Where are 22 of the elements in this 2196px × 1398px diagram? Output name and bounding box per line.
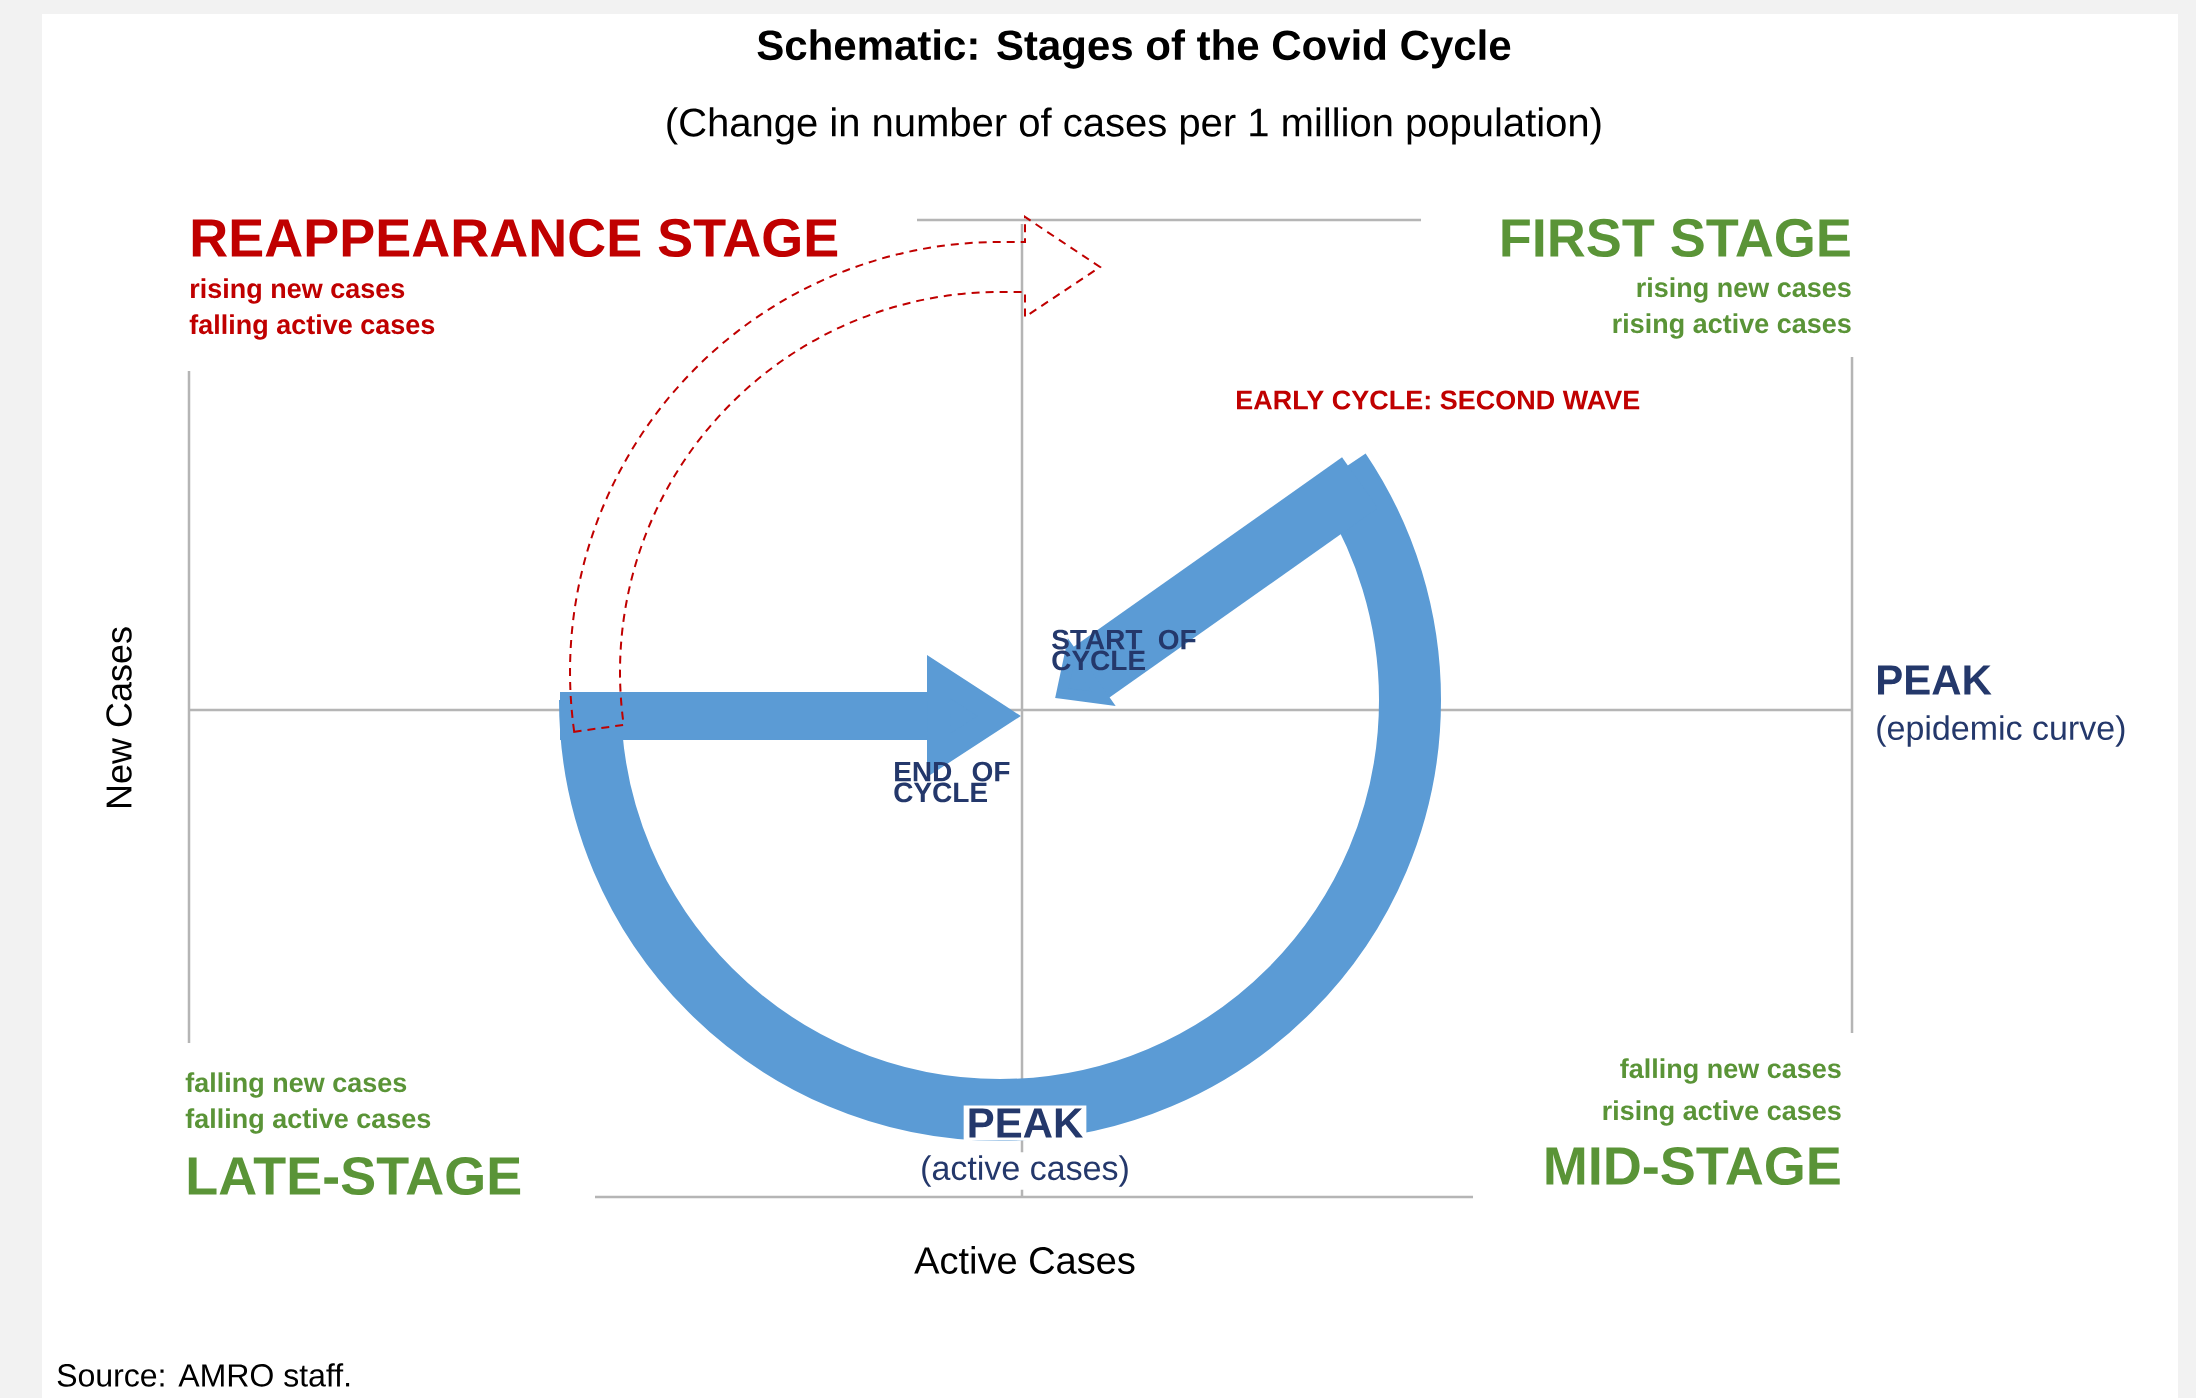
stage-description: falling new cases <box>1620 1058 1841 1084</box>
subtitle: (Change in number of cases per 1 million population) <box>667 107 1601 145</box>
chart-title: Schematic: Stages of the Covid Cycle <box>757 29 1511 69</box>
peak-note: (active cases) <box>917 1152 1133 1190</box>
stage-description: falling active cases <box>189 314 435 340</box>
peak-note: (epidemic curve) <box>1877 715 2125 747</box>
peak-label: PEAK <box>1878 665 1992 695</box>
axis-label: New Cases <box>106 627 132 808</box>
stage-description: rising active cases <box>1603 1100 1841 1126</box>
stage-description: falling active cases <box>185 1108 431 1134</box>
stage-title: REAPPEARANCE STAGE <box>192 218 838 258</box>
axis-label: Active Cases <box>914 1246 1135 1274</box>
stage-title: LATE-STAGE <box>188 1156 521 1196</box>
stage-description: rising active cases <box>1613 313 1851 339</box>
stage-title: MID-STAGE <box>1546 1146 1840 1186</box>
stage-description: falling new cases <box>185 1072 407 1098</box>
stage-description: rising new cases <box>1637 277 1851 303</box>
source-note: Source: AMRO staff. <box>57 1363 350 1387</box>
stage-description: rising new cases <box>191 278 405 304</box>
stage-title: FIRST STAGE <box>1502 218 1850 258</box>
peak-label: PEAK <box>963 1105 1087 1141</box>
cycle-label: EARLY CYCLE: SECOND WAVE <box>1232 387 1644 413</box>
